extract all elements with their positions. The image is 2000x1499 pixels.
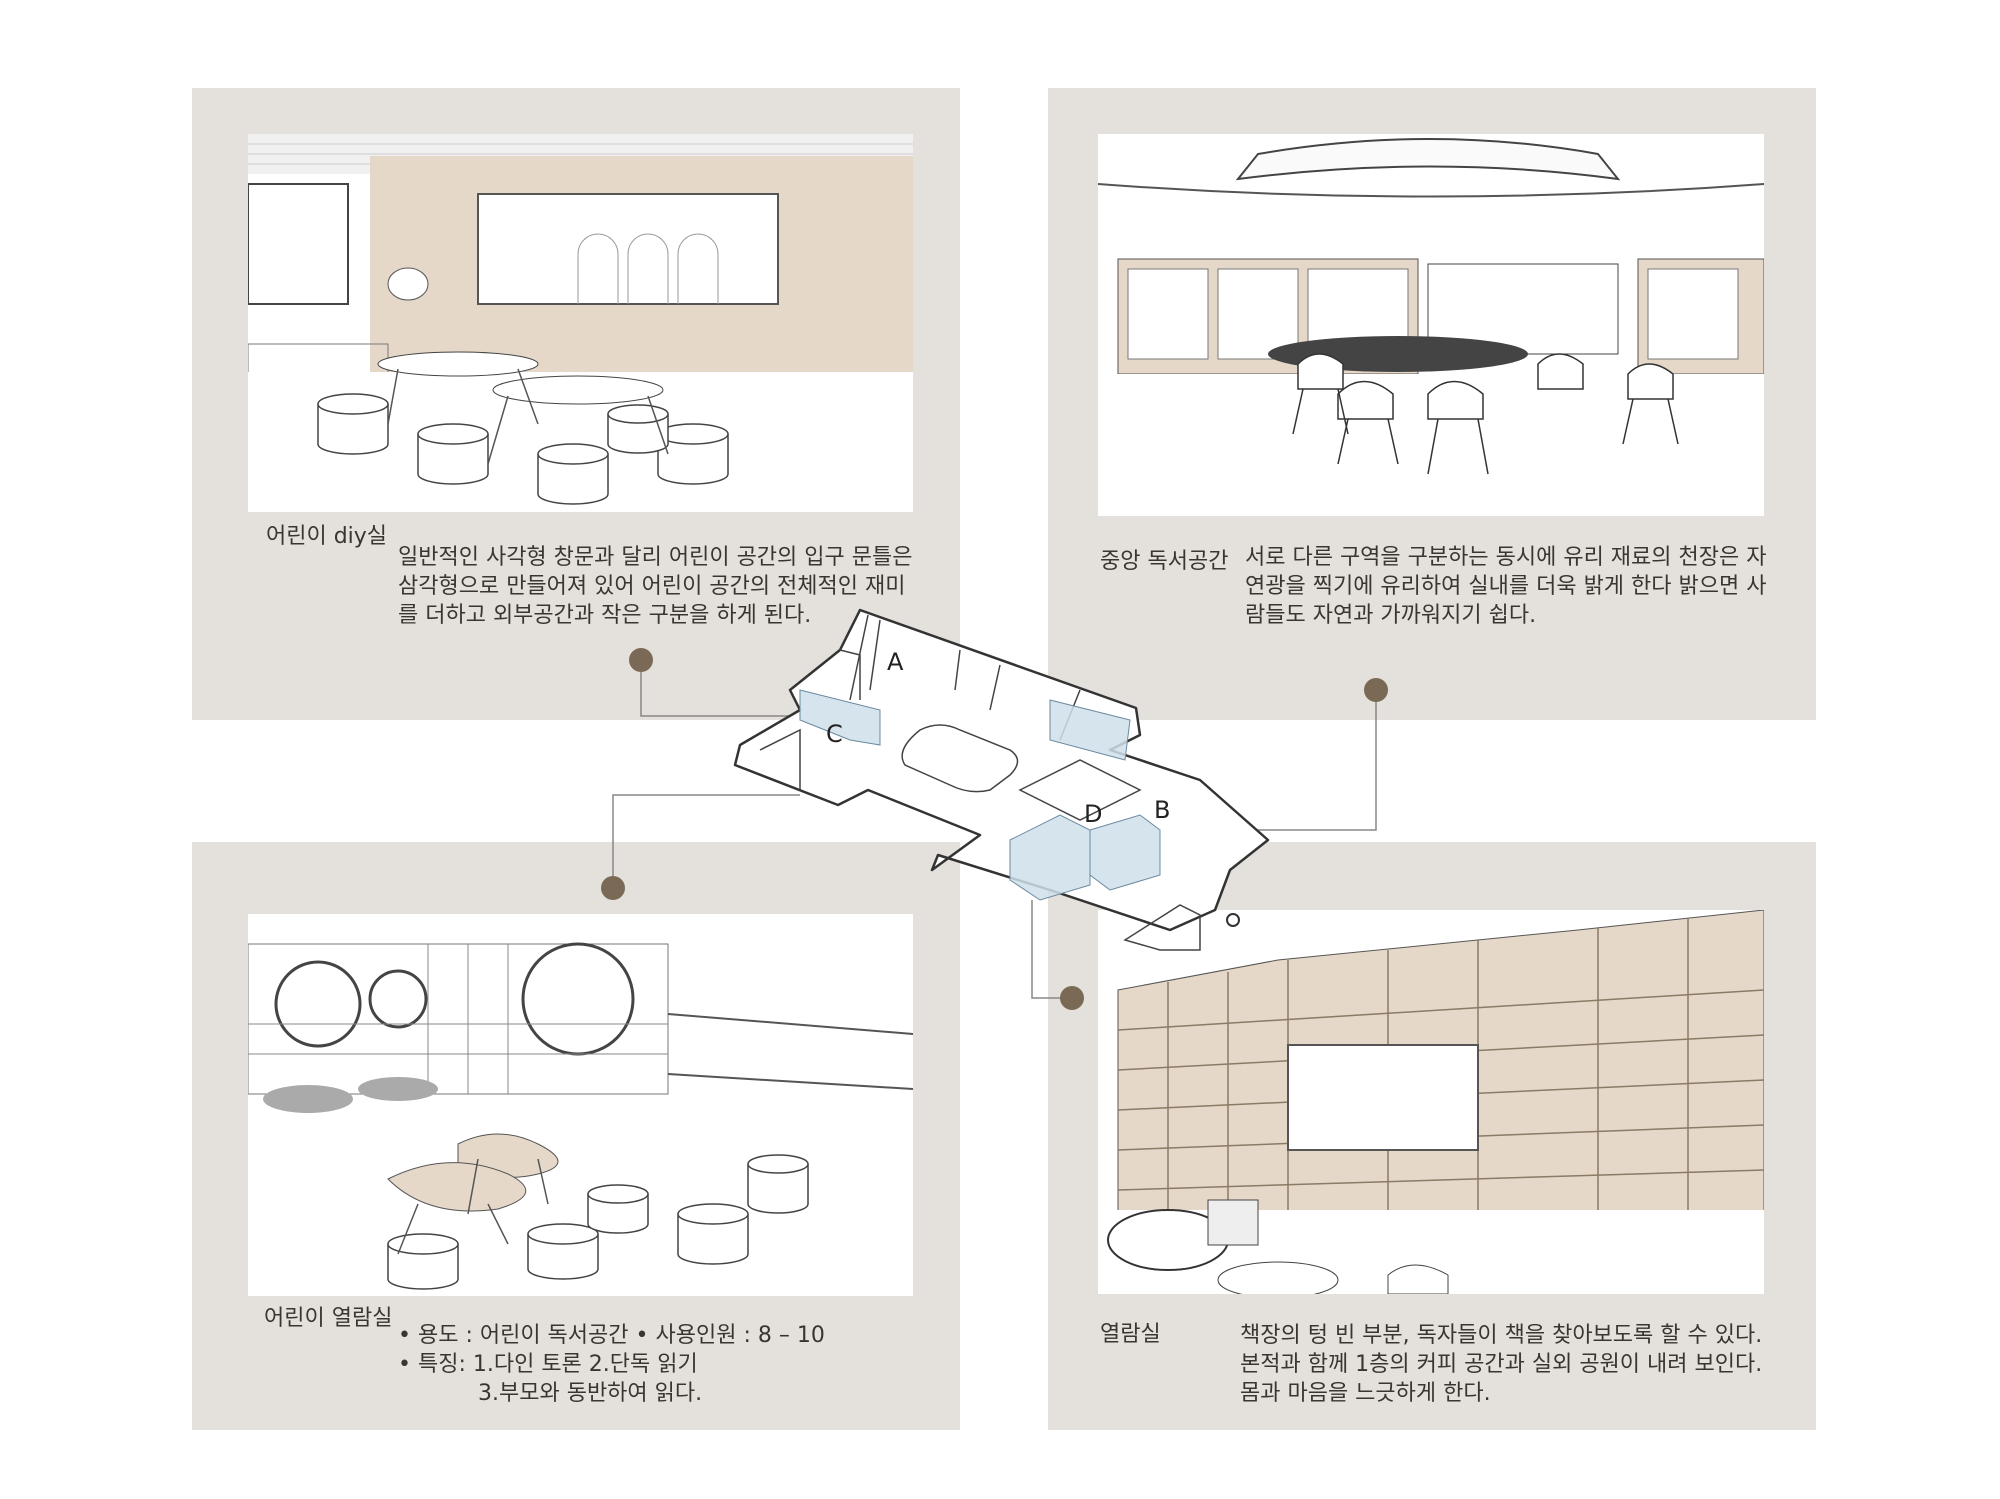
description-line: 서로 다른 구역을 구분하는 동시에 유리 재료의 천장은 자 [1245,545,1767,570]
panel-title: 열람실 [1100,1322,1161,1347]
panel-title: 어린이 diy실 [266,524,388,549]
panel-description: 일반적인 사각형 창문과 달리 어린이 공간의 입구 문틀은 삼각형으로 만들어… [398,543,912,630]
render-central-reading-space [1098,134,1764,516]
description-line: 일반적인 사각형 창문과 달리 어린이 공간의 입구 문틀은 [398,545,913,570]
plan-label-b: B [1154,796,1171,824]
plan-label-d: D [1084,800,1103,828]
render-kids-reading-room [248,914,913,1296]
description-line: • 용도 : 어린이 독서공간 • 사용인원 : 8 – 10 [398,1323,825,1348]
panel-title: 어린이 열람실 [264,1306,393,1331]
description-line: • 특징: 1.다인 토론 2.단독 읽기 [398,1352,698,1377]
description-line: 삼각형으로 만들어져 있어 어린이 공간의 전체적인 재미 [398,574,906,599]
description-line: 본적과 함께 1층의 커피 공간과 실외 공원이 내려 보인다. [1240,1352,1763,1377]
leader-dot-kids-diy-room [629,648,653,672]
plan-label-c: C [826,720,843,748]
description-line: 몸과 마음을 느긋하게 한다. [1240,1381,1491,1406]
description-line: 연광을 찍기에 유리하여 실내를 더욱 밝게 한다 밝으면 사 [1245,574,1767,599]
panel-description: 책장의 텅 빈 부분, 독자들이 책을 찾아보도록 할 수 있다. 본적과 함께… [1240,1321,1762,1408]
panel-title: 중앙 독서공간 [1100,549,1229,574]
plan-label-a: A [887,648,904,676]
leader-dot-central-reading-space [1364,678,1388,702]
description-line: 를 더하고 외부공간과 작은 구분을 하게 된다. [398,603,812,628]
leader-dot-reading-room [1060,986,1084,1010]
leader-dot-kids-reading-room [601,876,625,900]
render-kids-diy-room [248,134,913,512]
description-line: 람들도 자연과 가까워지기 쉽다. [1245,603,1537,628]
description-line: 책장의 텅 빈 부분, 독자들이 책을 찾아보도록 할 수 있다. [1240,1323,1763,1348]
panel-description: 서로 다른 구역을 구분하는 동시에 유리 재료의 천장은 자 연광을 찍기에 … [1245,543,1766,630]
panel-description: • 용도 : 어린이 독서공간 • 사용인원 : 8 – 10 • 특징: 1.… [398,1321,825,1408]
description-line: 3.부모와 동반하여 읽다. [478,1381,703,1406]
render-reading-room [1098,910,1764,1294]
